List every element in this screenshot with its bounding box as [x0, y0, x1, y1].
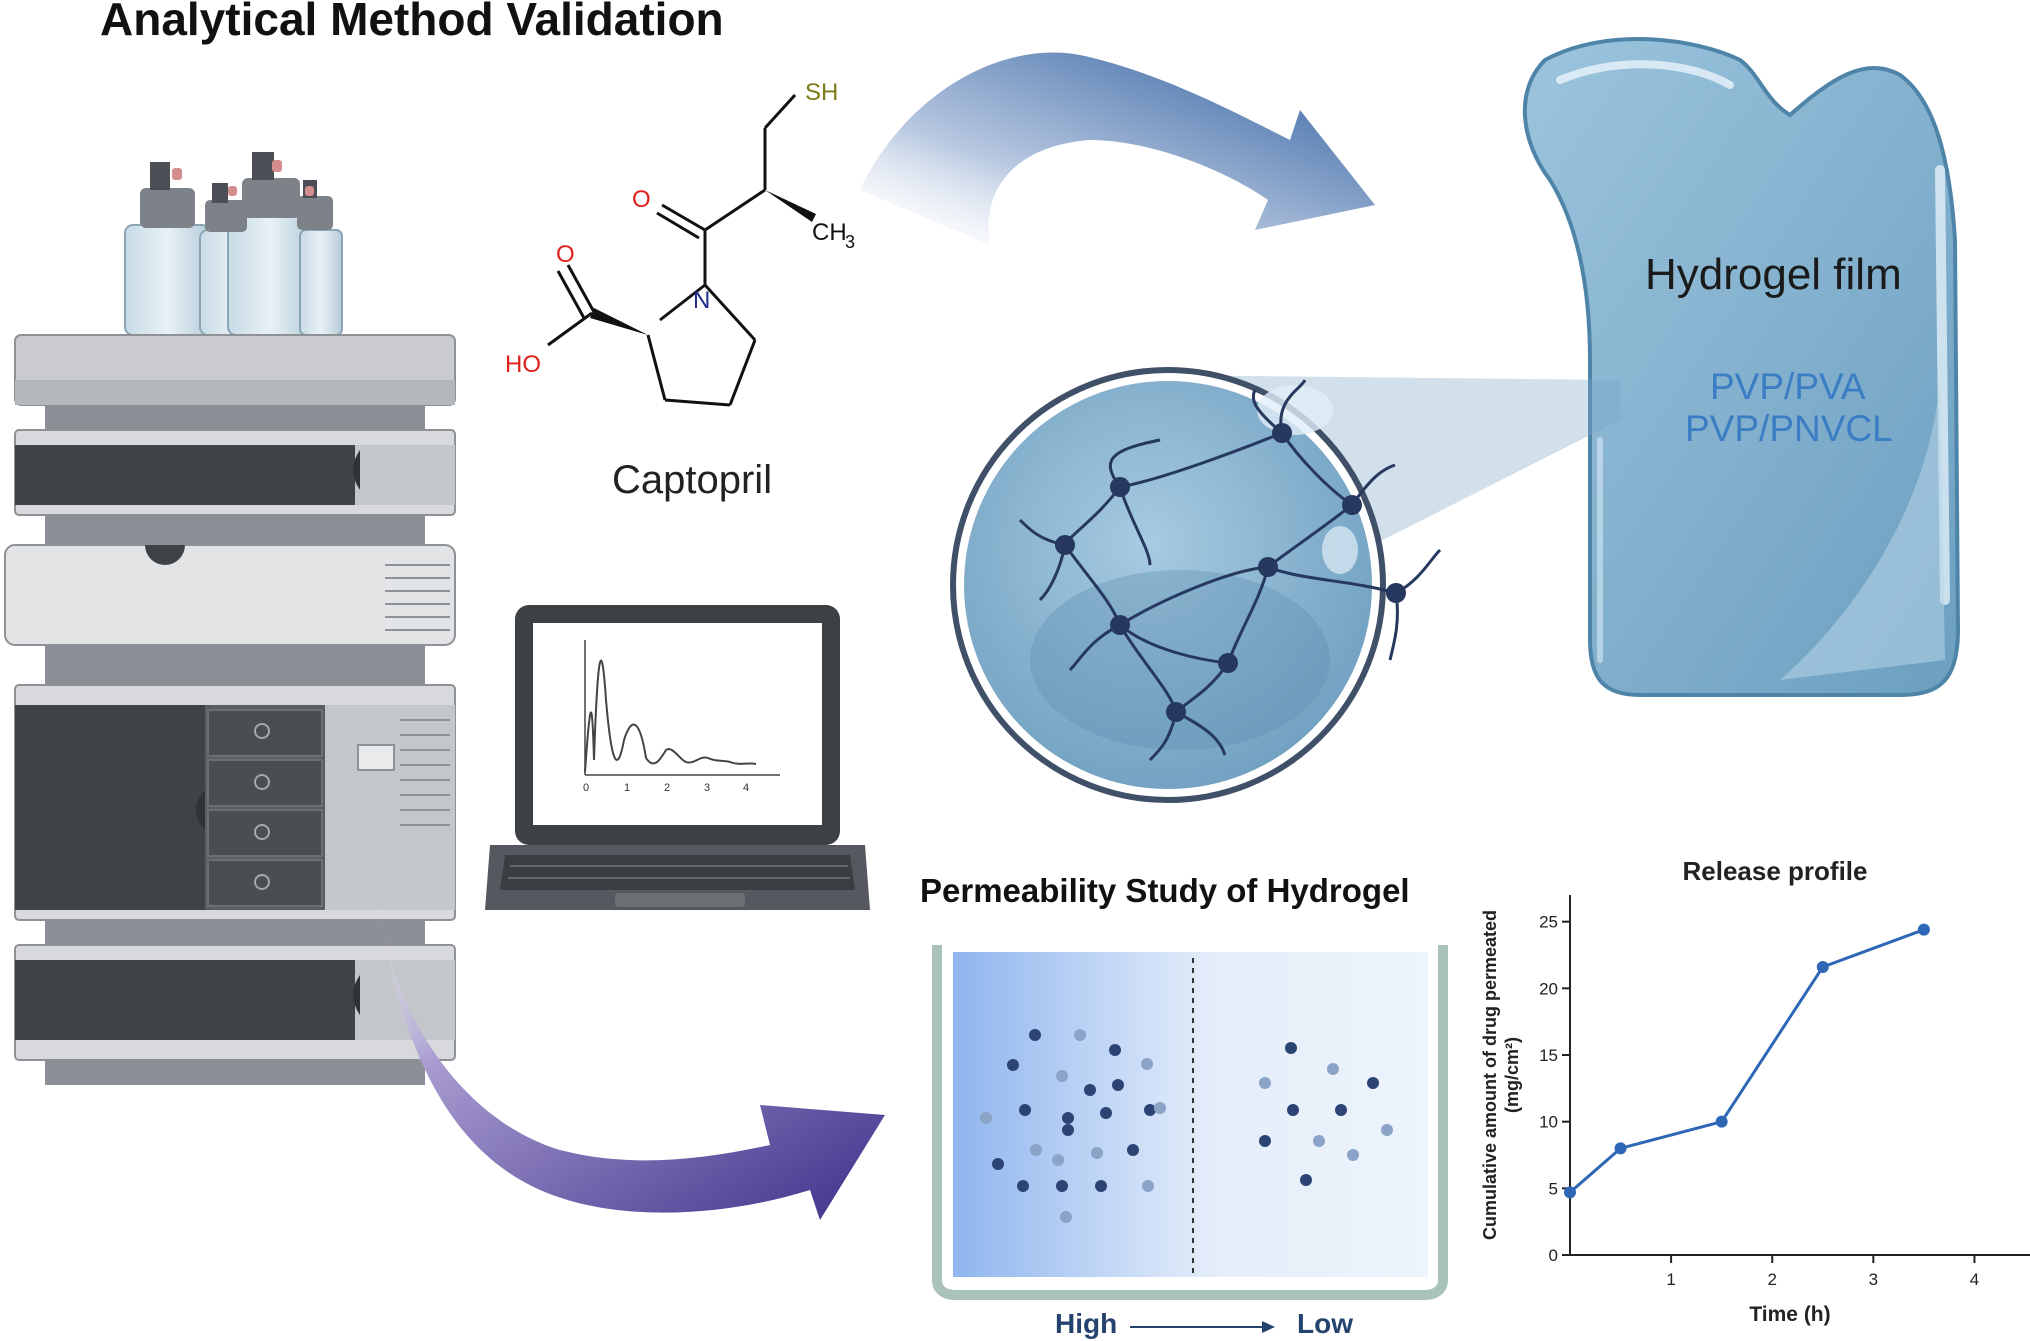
y-tick-label: 20: [1539, 979, 1558, 998]
page-title: Analytical Method Validation: [100, 0, 724, 45]
atom-sh: SH: [805, 79, 838, 106]
polymer-network-sphere: [950, 367, 1442, 803]
y-tick-label: 25: [1539, 913, 1558, 932]
gradient-low-label: Low: [1297, 1308, 1353, 1339]
atom-ch-subscript: 3: [845, 232, 855, 252]
curved-arrow-blue: [860, 52, 1375, 245]
hplc-instrument: [4, 152, 456, 1085]
y-tick-label: 10: [1539, 1113, 1558, 1132]
laptop-chromatogram: 0 1 2 3 4: [583, 640, 780, 794]
hydrogel-film: [1523, 37, 1961, 697]
permeability-title: Permeability Study of Hydrogel: [920, 872, 1410, 909]
solute-particles-low: [1259, 1042, 1393, 1186]
laptop-x-tick: 1: [624, 782, 630, 794]
chart-title: Release profile: [1683, 856, 1868, 886]
laptop-x-tick: 3: [704, 782, 710, 794]
hydrogel-film-label: Hydrogel film: [1645, 250, 1902, 299]
atom-ch: CH: [812, 219, 847, 246]
captopril-structure: [547, 93, 816, 407]
data-point: [1917, 923, 1930, 936]
atom-o-acid: O: [556, 241, 575, 268]
permeability-tank: [932, 945, 1448, 1333]
y-axis-label: Cumulative amount of drug permeated: [1480, 910, 1500, 1240]
gradient-high-label: High: [1055, 1308, 1118, 1339]
laptop-x-tick: 4: [743, 782, 749, 794]
captopril-atom-labels: SH O O HO N CH 3: [505, 79, 855, 378]
data-point: [1564, 1186, 1576, 1199]
laptop: 0 1 2 3 4: [485, 605, 870, 910]
y-axis-unit: (mg/cm²): [1502, 1037, 1522, 1113]
data-point: [1614, 1142, 1627, 1155]
x-tick-label: 4: [1970, 1270, 1979, 1289]
x-tick-label: 1: [1666, 1270, 1675, 1289]
laptop-x-tick: 2: [664, 782, 670, 794]
captopril-label: Captopril: [612, 458, 773, 502]
atom-ho: HO: [505, 351, 541, 378]
y-tick-label: 0: [1549, 1246, 1558, 1265]
data-point: [1816, 961, 1829, 973]
x-axis-label: Time (h): [1749, 1303, 1830, 1326]
atom-n: N: [693, 287, 710, 314]
solute-particles-high: [980, 1029, 1166, 1223]
curved-arrow-purple: [378, 900, 885, 1220]
x-tick-label: 3: [1869, 1270, 1878, 1289]
data-point: [1715, 1115, 1728, 1128]
solvent-bottles: [124, 152, 343, 336]
y-tick-label: 15: [1539, 1046, 1558, 1065]
polymer-label: PVP/PNVCL: [1685, 408, 1893, 449]
atom-o-ketone: O: [632, 186, 651, 213]
laptop-x-tick: 0: [583, 782, 589, 794]
polymer-label: PVP/PVA: [1710, 366, 1866, 407]
y-tick-label: 5: [1549, 1179, 1558, 1198]
x-tick-label: 2: [1767, 1270, 1776, 1289]
